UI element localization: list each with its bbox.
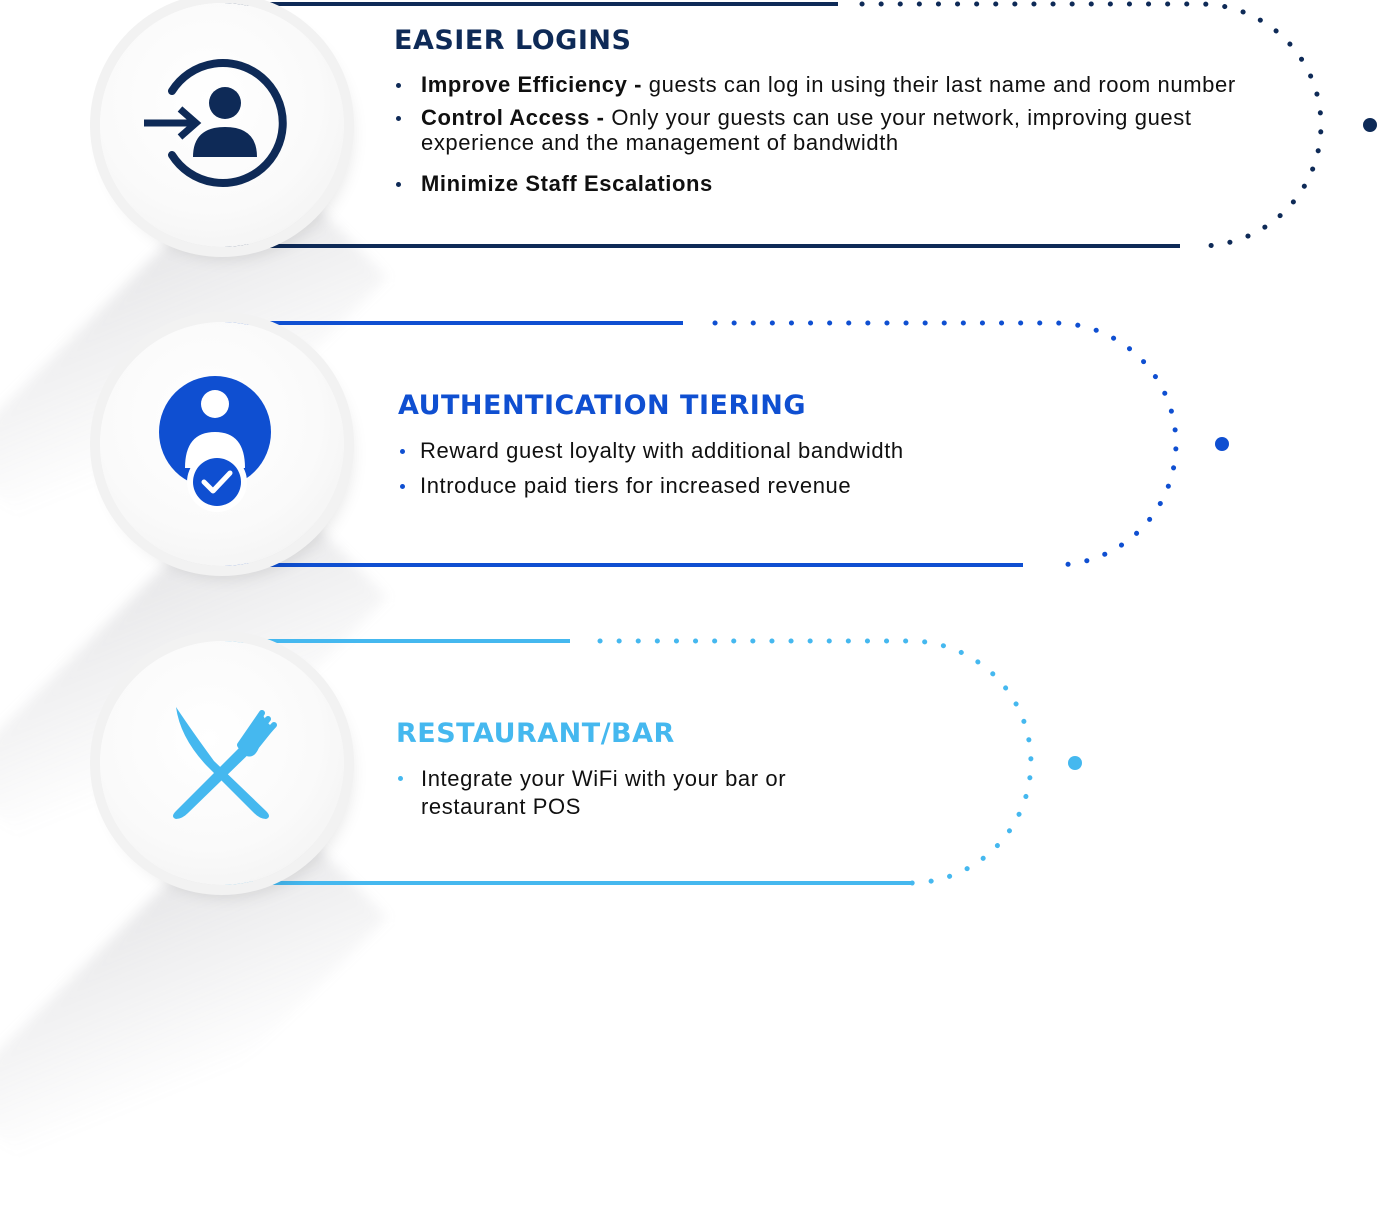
fork-knife-icon	[162, 701, 282, 826]
icon-circle-restaurant	[100, 641, 344, 885]
bullet-text: guests can log in using their last name …	[648, 72, 1236, 97]
verified-user-icon	[157, 372, 287, 517]
list-item: Introduce paid tiers for increased reven…	[398, 473, 1158, 498]
user-login-icon	[142, 53, 302, 198]
bullet-strong: Improve Efficiency -	[421, 72, 649, 97]
connector-lines	[225, 1, 1377, 886]
bullet-list: Reward guest loyalty with additional ban…	[398, 438, 1158, 498]
list-item: Improve Efficiency - guests can log in u…	[394, 72, 1254, 97]
section-title: AUTHENTICATION TIERING	[398, 390, 807, 421]
list-item: Minimize Staff Escalations	[394, 171, 1254, 196]
bullet-list: Improve Efficiency - guests can log in u…	[394, 72, 1254, 196]
bullet-list: Integrate your WiFi with your bar or res…	[396, 765, 876, 821]
section-authentication-tiering: AUTHENTICATION TIERING Reward guest loya…	[398, 390, 1158, 498]
section-title: RESTAURANT/BAR	[396, 718, 675, 749]
icon-circle-tiering	[100, 322, 344, 566]
list-item: Reward guest loyalty with additional ban…	[398, 438, 1158, 463]
icon-circle-logins	[100, 3, 344, 247]
bullet-text: Only your guests can use your network, i…	[421, 105, 1192, 155]
list-item: Integrate your WiFi with your bar or res…	[396, 765, 876, 821]
section-title: EASIER LOGINS	[394, 25, 632, 56]
bullet-strong: Minimize Staff Escalations	[421, 171, 713, 196]
bullet-strong: Control Access -	[421, 105, 612, 130]
list-item: Control Access - Only your guests can us…	[394, 105, 1254, 155]
section-restaurant-bar: RESTAURANT/BAR Integrate your WiFi with …	[396, 718, 876, 821]
section-easier-logins: EASIER LOGINS Improve Efficiency - guest…	[394, 25, 1254, 196]
